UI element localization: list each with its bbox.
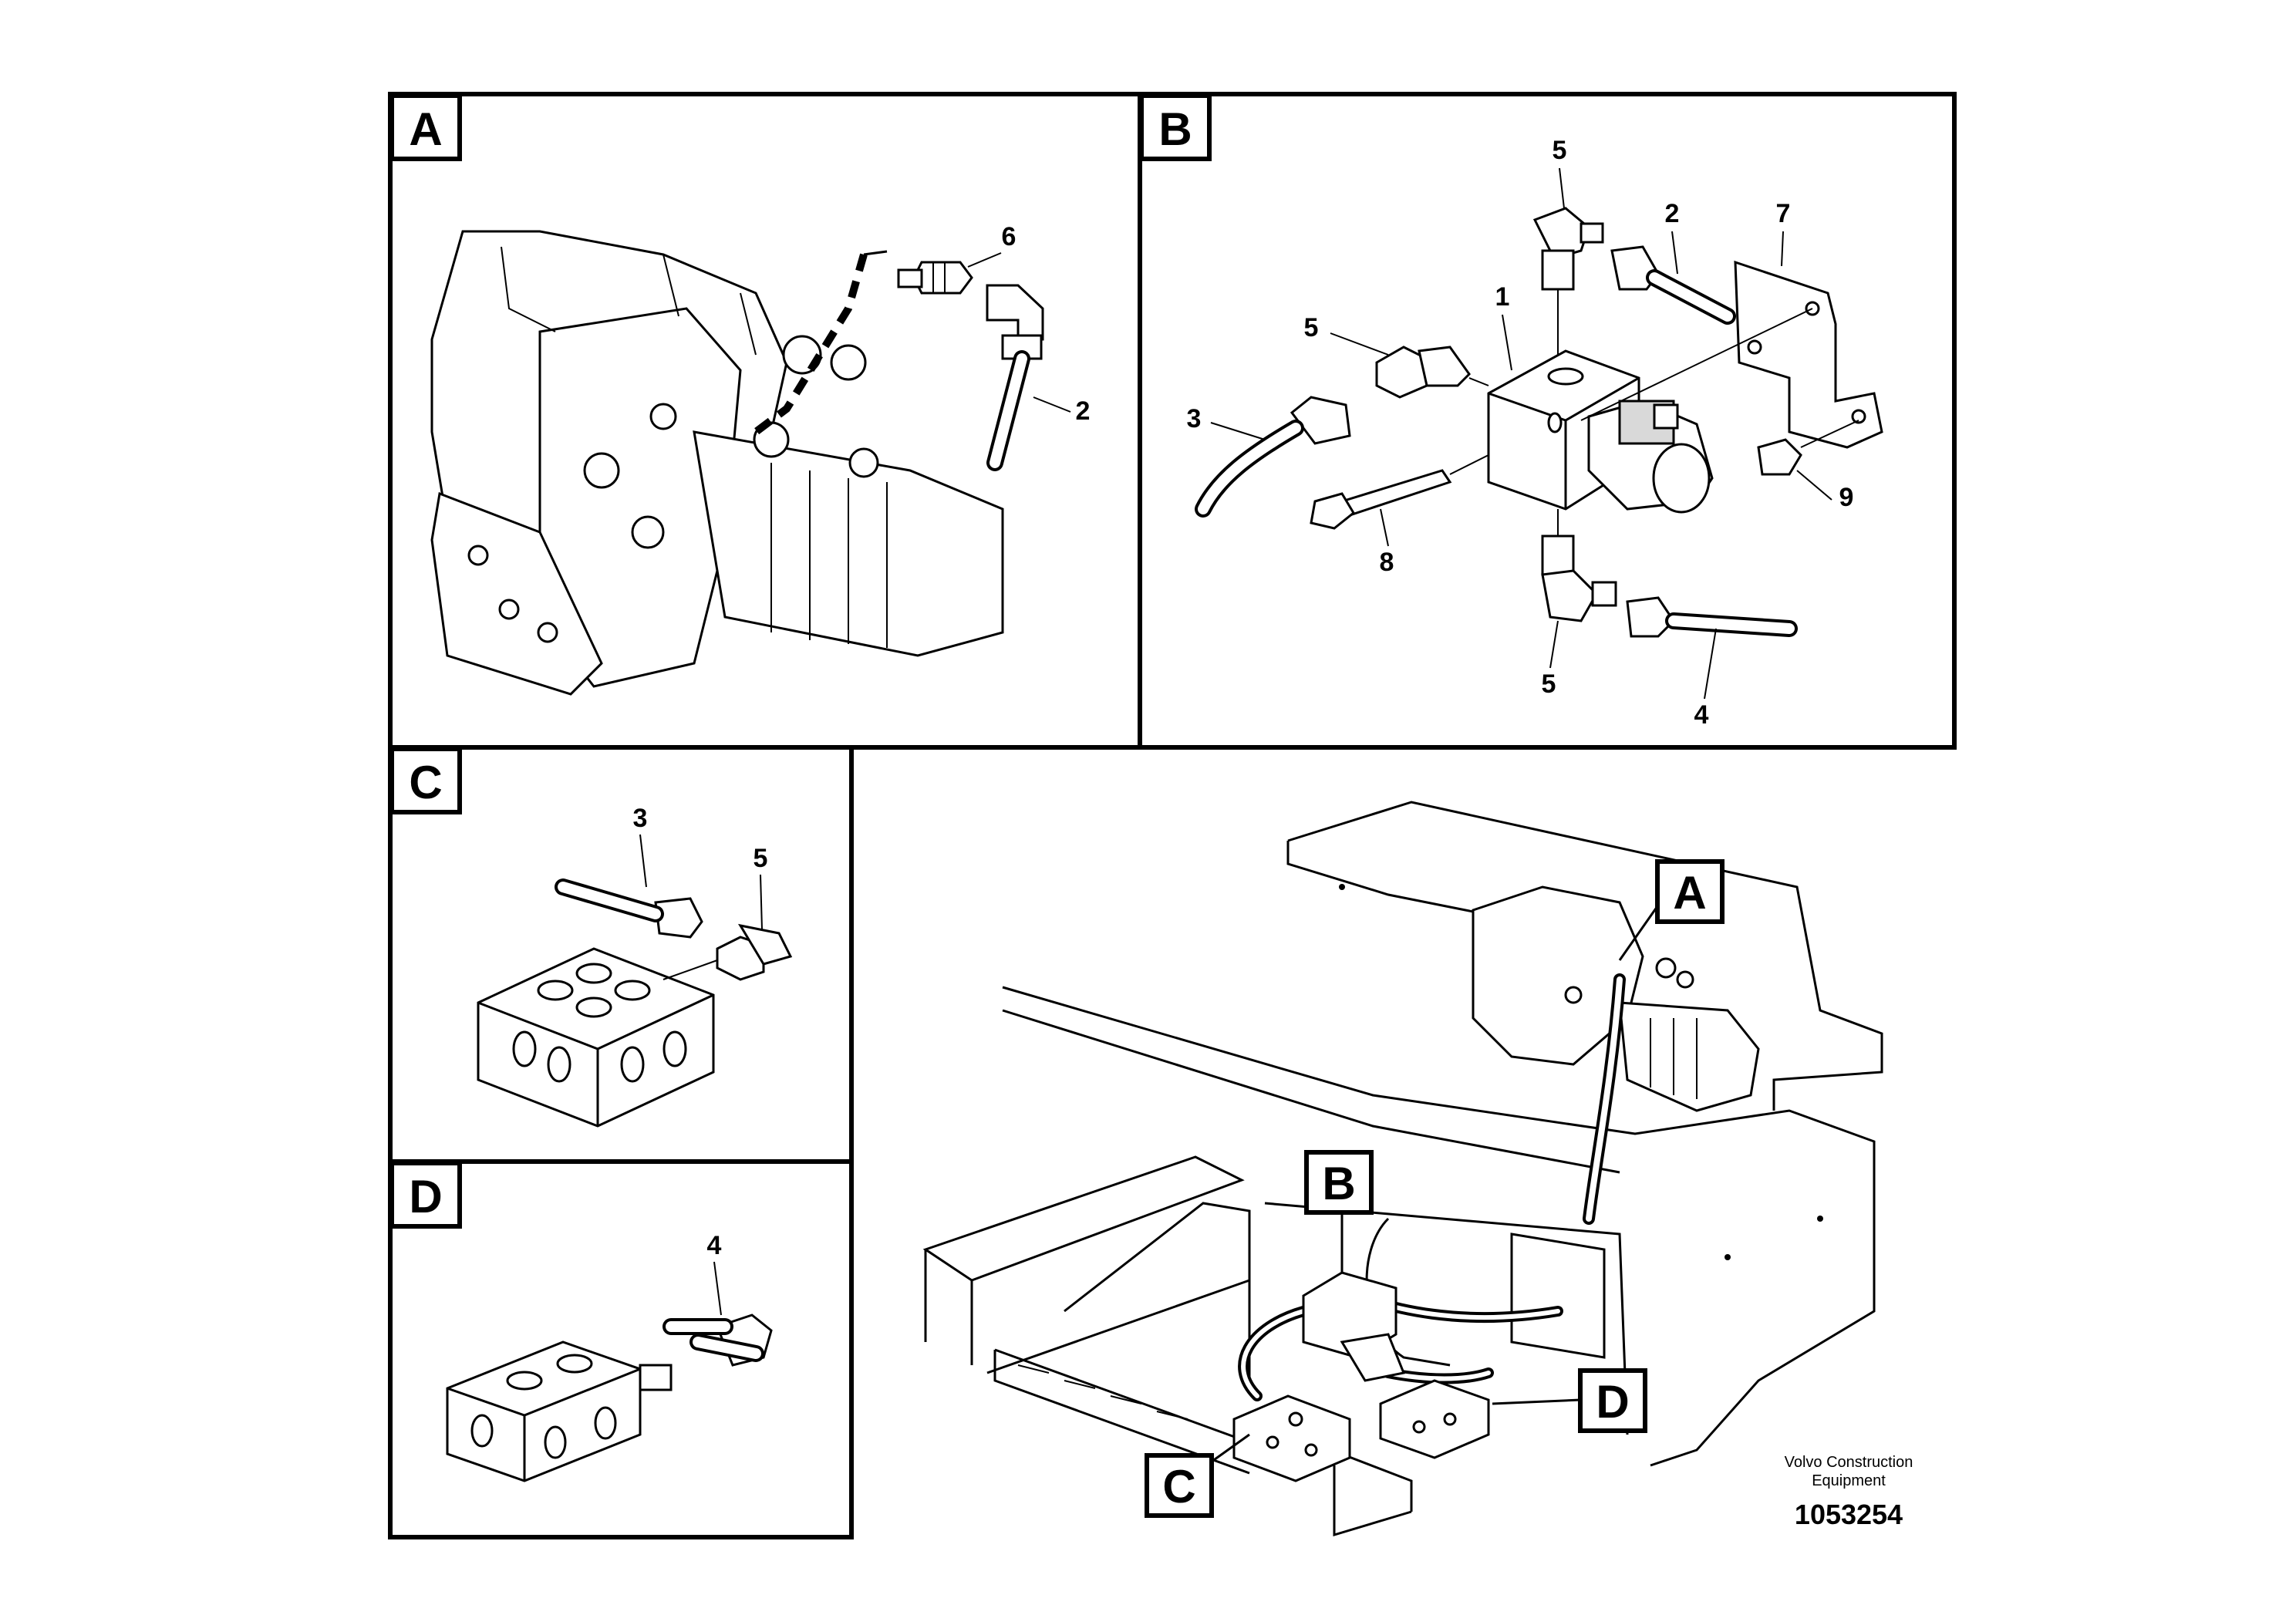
hose-end-fitting [1290, 396, 1351, 445]
panel-d-badge-box [389, 1161, 462, 1229]
leader-line [1502, 314, 1512, 371]
elbow-fitting [986, 284, 1044, 360]
panel-a: A [388, 92, 1142, 750]
callout-1: 1 [1495, 282, 1510, 312]
svg-text:B: B [1322, 1158, 1355, 1209]
callout-2: 2 [1076, 396, 1091, 426]
callout-8: 8 [1380, 548, 1394, 577]
callout-3: 3 [633, 804, 648, 833]
panel-d-frame [388, 1159, 854, 1539]
leader-line [1671, 231, 1678, 275]
leader-line [663, 959, 718, 980]
hydraulic-pump-illustration [430, 230, 1004, 696]
hose-routing-dashed-line [754, 253, 868, 435]
elbow-fitting-left [1375, 346, 1471, 399]
leader-line [1449, 454, 1489, 475]
bolt-part-9 [1757, 438, 1802, 476]
leader-line [1704, 628, 1717, 700]
manufacturer-credit-line2: Equipment [1812, 1472, 1886, 1489]
leader-line [1796, 470, 1832, 501]
solenoid-coil [1587, 400, 1714, 514]
leader-line [1549, 620, 1559, 669]
leader-line [1492, 1398, 1581, 1405]
leader-line [1580, 308, 1813, 421]
callout-9: 9 [1839, 483, 1854, 512]
svg-text:C: C [1162, 1461, 1195, 1512]
panel-b-badge-box [1139, 93, 1212, 161]
callout-5: 5 [1542, 669, 1556, 699]
elbow-fitting-bottom [1541, 534, 1617, 622]
distribution-block [477, 947, 715, 1128]
callout-2: 2 [1665, 199, 1680, 228]
manufacturer-credit-line1: Volvo Construction [1785, 1454, 1913, 1471]
leader-line [1618, 905, 1659, 961]
leader-line [1210, 422, 1266, 440]
upper-frame-outline [1287, 801, 1883, 1111]
overview-badge-d: D [1578, 1368, 1647, 1433]
overview-badge-c: C [1145, 1453, 1214, 1518]
overview-badge-a: A [1655, 859, 1725, 924]
bolt-part-8 [1310, 469, 1452, 530]
hose-end-fitting [1626, 596, 1675, 638]
callout-3: 3 [1187, 404, 1202, 433]
svg-text:D: D [1596, 1376, 1629, 1428]
connector-part-6 [897, 261, 973, 295]
panel-b-badge: B [1158, 103, 1192, 155]
distribution-block-c-overview [1232, 1394, 1351, 1482]
leader-line [863, 250, 888, 256]
svg-text:A: A [1673, 867, 1706, 919]
panel-c-badge-box [389, 747, 462, 814]
leader-line [713, 1261, 722, 1316]
callout-4: 4 [1694, 700, 1709, 730]
document-number: 1053254 [1795, 1499, 1903, 1530]
callout-7: 7 [1776, 199, 1791, 228]
callout-4: 4 [707, 1231, 722, 1260]
leader-line [967, 252, 1002, 268]
callout-5: 5 [754, 844, 768, 873]
leader-line [1033, 396, 1071, 413]
callout-5: 5 [1553, 136, 1567, 165]
leader-line [1559, 167, 1565, 209]
leader-line [1800, 420, 1859, 448]
valve-block-d-overview [1379, 1379, 1490, 1459]
machine-overview: A B C D [922, 801, 1883, 1537]
overview-badge-b: B [1304, 1150, 1374, 1215]
panel-b-frame [1138, 92, 1957, 750]
leader-line [760, 874, 763, 930]
leader-line [1781, 231, 1784, 267]
leader-line [1380, 508, 1389, 547]
panel-a-badge: A [409, 103, 442, 155]
panel-c-badge: C [409, 757, 442, 808]
panel-d-badge: D [409, 1171, 442, 1222]
panel-b: B [1138, 92, 1957, 750]
valve-block [446, 1340, 673, 1482]
callout-5: 5 [1304, 313, 1319, 342]
panel-d: D 4 [388, 1159, 854, 1539]
leader-line [1330, 332, 1389, 356]
leader-line [1211, 1433, 1250, 1463]
panel-c: C 3 5 [388, 745, 854, 1164]
panel-a-badge-box [389, 93, 462, 161]
callout-6: 6 [1002, 222, 1017, 251]
leader-line [1468, 377, 1489, 386]
elbow-fitting-top [1532, 207, 1604, 291]
bracket-part-7 [1734, 260, 1883, 449]
hose-end-fitting [654, 897, 703, 939]
pump-assembly-overview [1472, 885, 1760, 1112]
elbow-fitting-part-5 [716, 923, 793, 981]
leader-line [639, 834, 647, 888]
valve-block-overview [1302, 1271, 1406, 1382]
